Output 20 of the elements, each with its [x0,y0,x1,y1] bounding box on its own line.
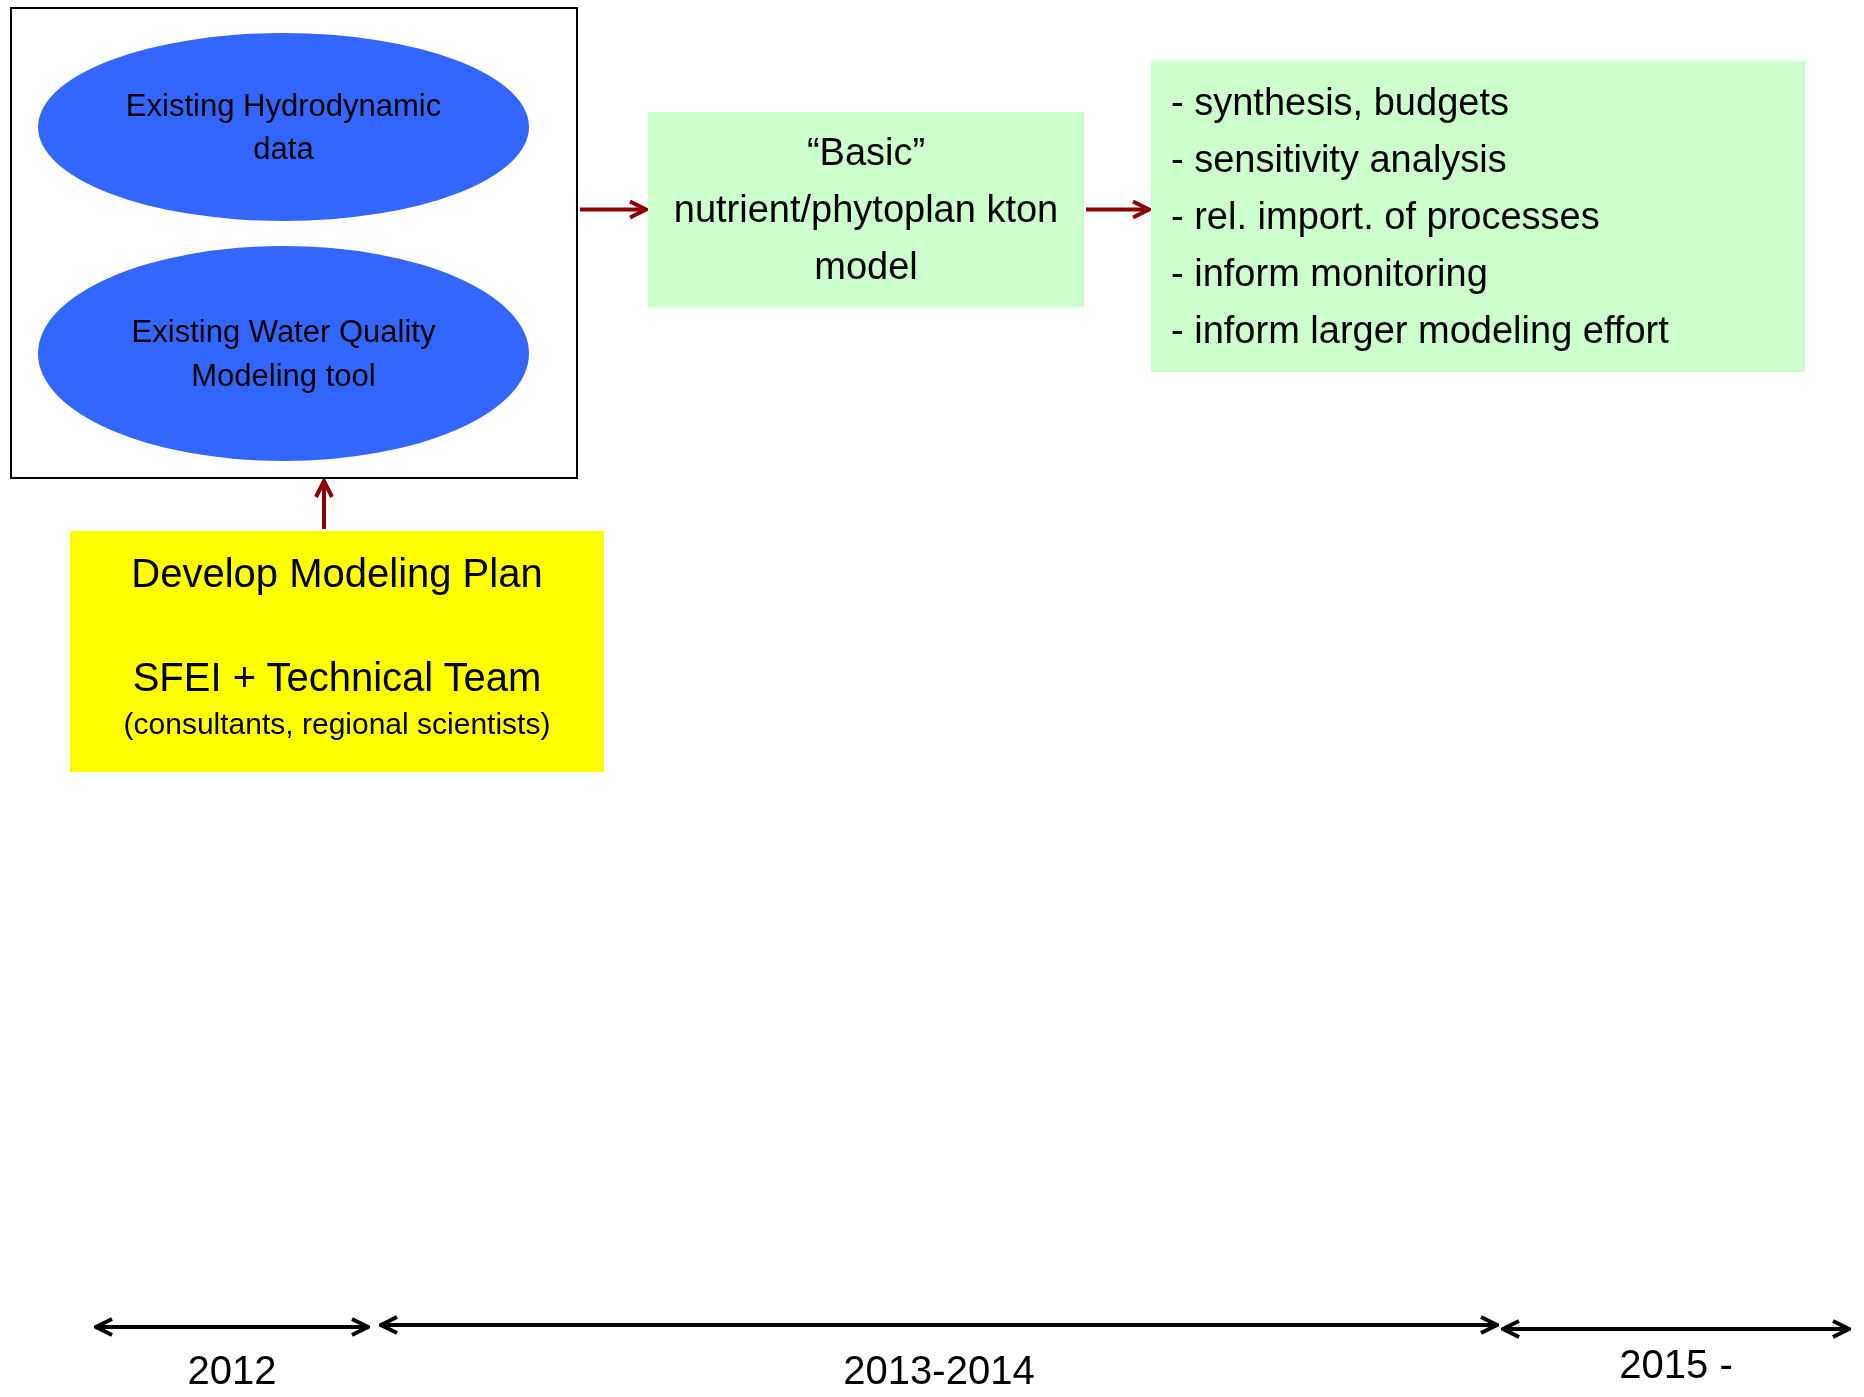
team-text: SFEI + Technical Team [132,654,542,701]
ellipse-node: Existing Water Quality Modeling tool [38,246,529,461]
outcome-box [1151,61,1805,372]
list-item: - inform monitoring [1171,251,1489,296]
group-frame [10,7,578,479]
process-box: “Basic” nutrient/phytoplan kton model [648,112,1084,307]
year-label: 2015 - [1619,1344,1733,1384]
year-label: 2012 [187,1350,277,1390]
team-note: (consultants, regional scientists) [123,706,551,742]
plan-box [70,531,604,772]
arrow [314,479,334,529]
list-item: - rel. import. of processes [1171,194,1601,239]
year-label: 2013-2014 [843,1350,1035,1390]
list-item: - sensitivity analysis [1171,137,1508,182]
list-item: - inform larger modeling effort [1171,308,1670,353]
ellipse-node: Existing Hydrodynamic data [38,33,529,221]
arrow [1086,199,1151,220]
arrow [580,199,648,220]
plan-title: Develop Modeling Plan [131,550,543,597]
list-item: - synthesis, budgets [1171,80,1510,125]
